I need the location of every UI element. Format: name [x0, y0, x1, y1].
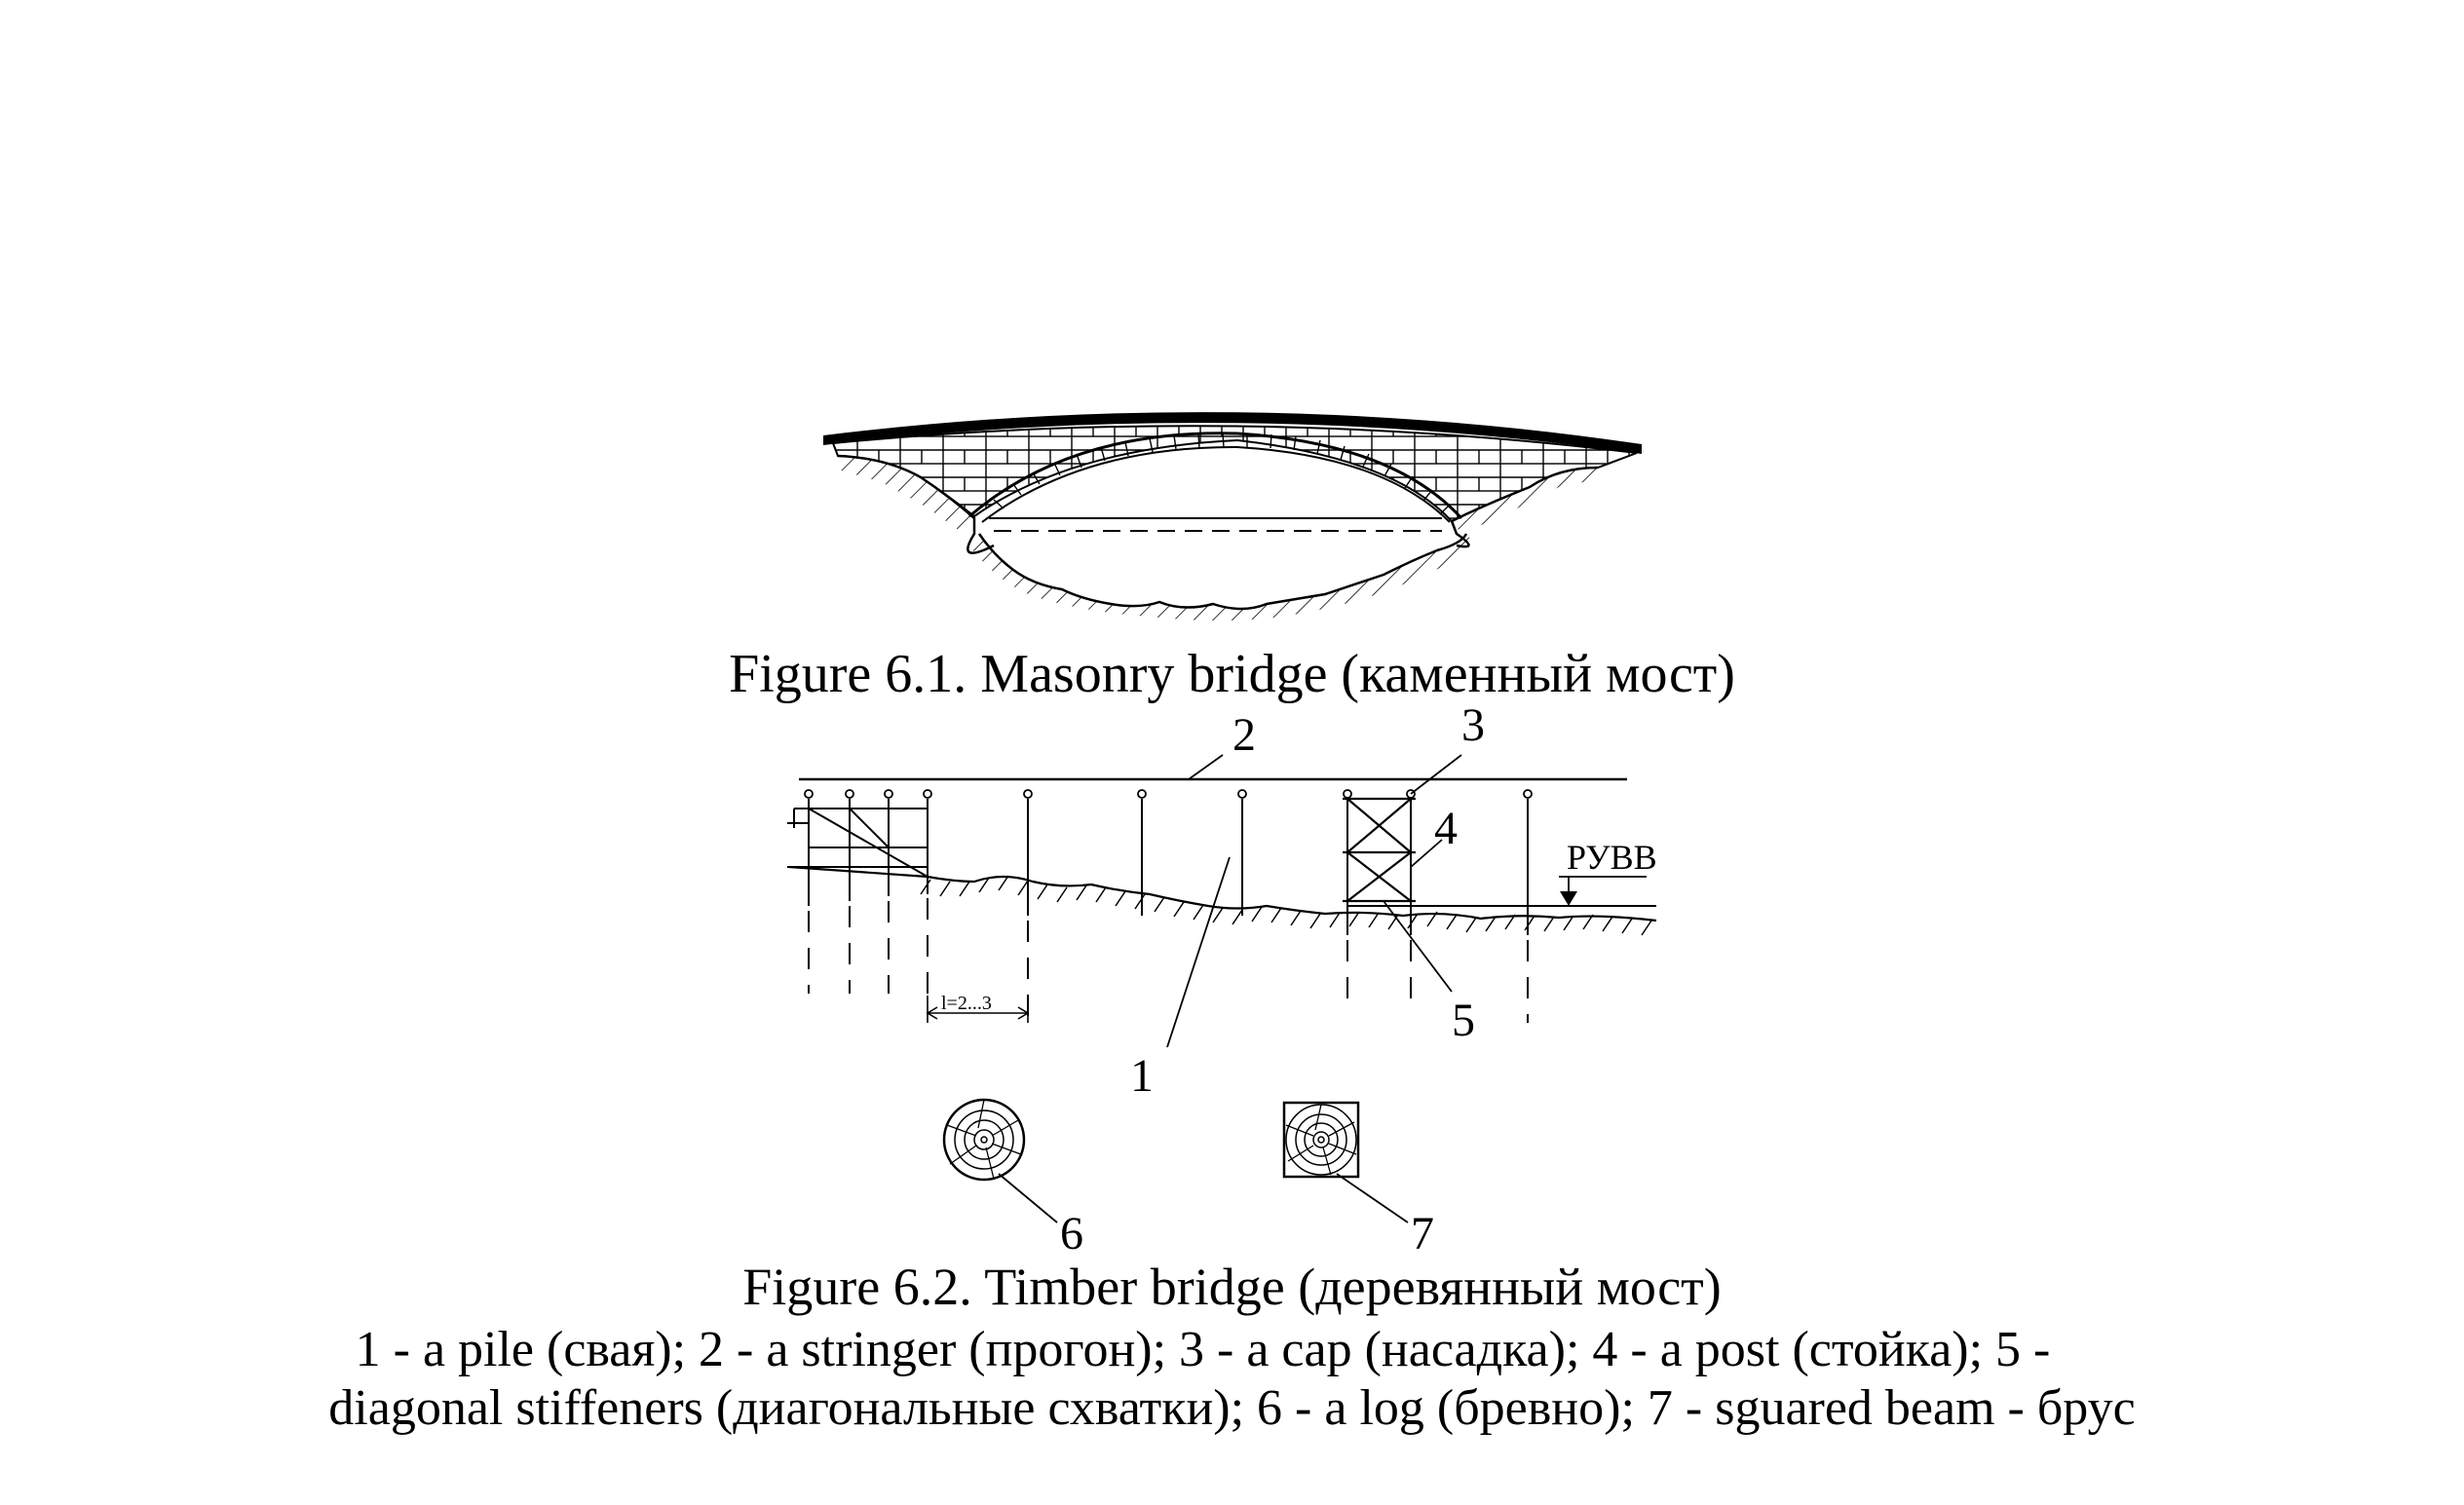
- abutment-frames: [787, 808, 929, 878]
- span-dimension: [926, 996, 1030, 1023]
- post-leader: [1410, 839, 1443, 868]
- arch-ring-outer: [968, 432, 1463, 520]
- label-log: 6: [1060, 1208, 1083, 1260]
- arch-ring-inner: [981, 445, 1451, 523]
- legend-line-2: diagonal stiffeners (диагональные схватк…: [328, 1380, 2136, 1436]
- label-stringer: 2: [1232, 709, 1256, 761]
- trestle-bent: [1343, 797, 1416, 903]
- ground-line: [788, 865, 1657, 922]
- figure-6-2-caption: Figure 6.2. Timber bridge (деревянный мо…: [742, 1258, 1722, 1316]
- figure-6-1-caption: Figure 6.1. Masonry bridge (каменный мос…: [729, 644, 1735, 704]
- river-bed-hatch: [969, 534, 1476, 621]
- cap-leader: [1410, 754, 1462, 795]
- arch-voussoirs: [993, 433, 1451, 515]
- stiffeners-leader: [1383, 900, 1453, 993]
- pile-embedment: [808, 898, 1529, 1023]
- stringer-leader: [1188, 754, 1224, 780]
- masonry-bridge: [823, 412, 1642, 621]
- pile-heads: [804, 789, 1533, 799]
- label-water-level: РУВВ: [1567, 838, 1657, 877]
- pile-leader: [1166, 856, 1231, 1048]
- label-cap: 3: [1461, 699, 1485, 751]
- label-span: l=2...3: [941, 993, 992, 1014]
- label-beam: 7: [1411, 1208, 1434, 1260]
- legend-line-1: 1 - a pile (свая); 2 - a stringer (прого…: [355, 1322, 2051, 1377]
- beam-leader: [1336, 1173, 1409, 1223]
- piles: [808, 799, 1529, 935]
- timber-bridge: 2: [787, 699, 1657, 1260]
- ground-hatch: [920, 875, 1652, 936]
- road-deck: [823, 412, 1642, 454]
- label-pile: 1: [1130, 1050, 1154, 1102]
- label-post: 4: [1434, 803, 1458, 854]
- left-bank-hatch: [838, 456, 974, 531]
- water-level-marker: [1560, 891, 1577, 906]
- log-section: [942, 1098, 1026, 1182]
- beam-section: [1282, 1101, 1360, 1179]
- label-stiffeners: 5: [1452, 995, 1475, 1046]
- log-leader: [998, 1173, 1058, 1223]
- right-bank-hatch: [1452, 468, 1598, 534]
